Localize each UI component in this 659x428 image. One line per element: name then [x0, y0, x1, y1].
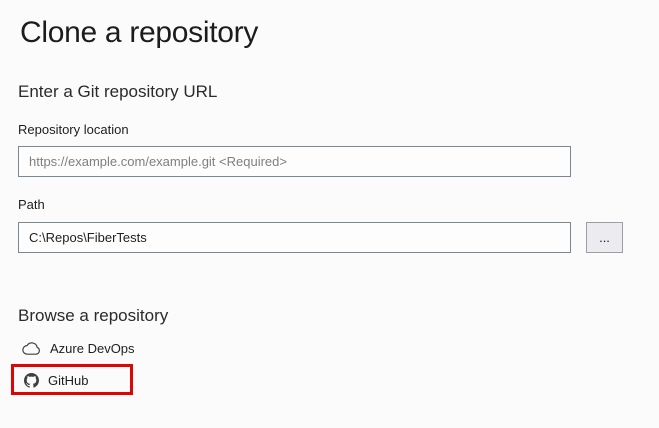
repository-location-input[interactable] — [18, 146, 571, 177]
path-label: Path — [18, 197, 45, 212]
page-title: Clone a repository — [20, 16, 259, 49]
provider-item-azure-devops[interactable]: Azure DevOps — [22, 340, 135, 356]
browse-button[interactable]: ... — [586, 222, 623, 253]
repository-location-label: Repository location — [18, 122, 129, 137]
github-icon — [24, 372, 39, 388]
cloud-icon — [22, 341, 41, 355]
url-section-heading: Enter a Git repository URL — [18, 82, 218, 101]
provider-item-github[interactable]: GitHub — [24, 371, 88, 389]
provider-label: Azure DevOps — [50, 340, 135, 356]
provider-label: GitHub — [48, 372, 89, 388]
path-input[interactable] — [18, 222, 571, 253]
browse-section-heading: Browse a repository — [18, 306, 169, 325]
